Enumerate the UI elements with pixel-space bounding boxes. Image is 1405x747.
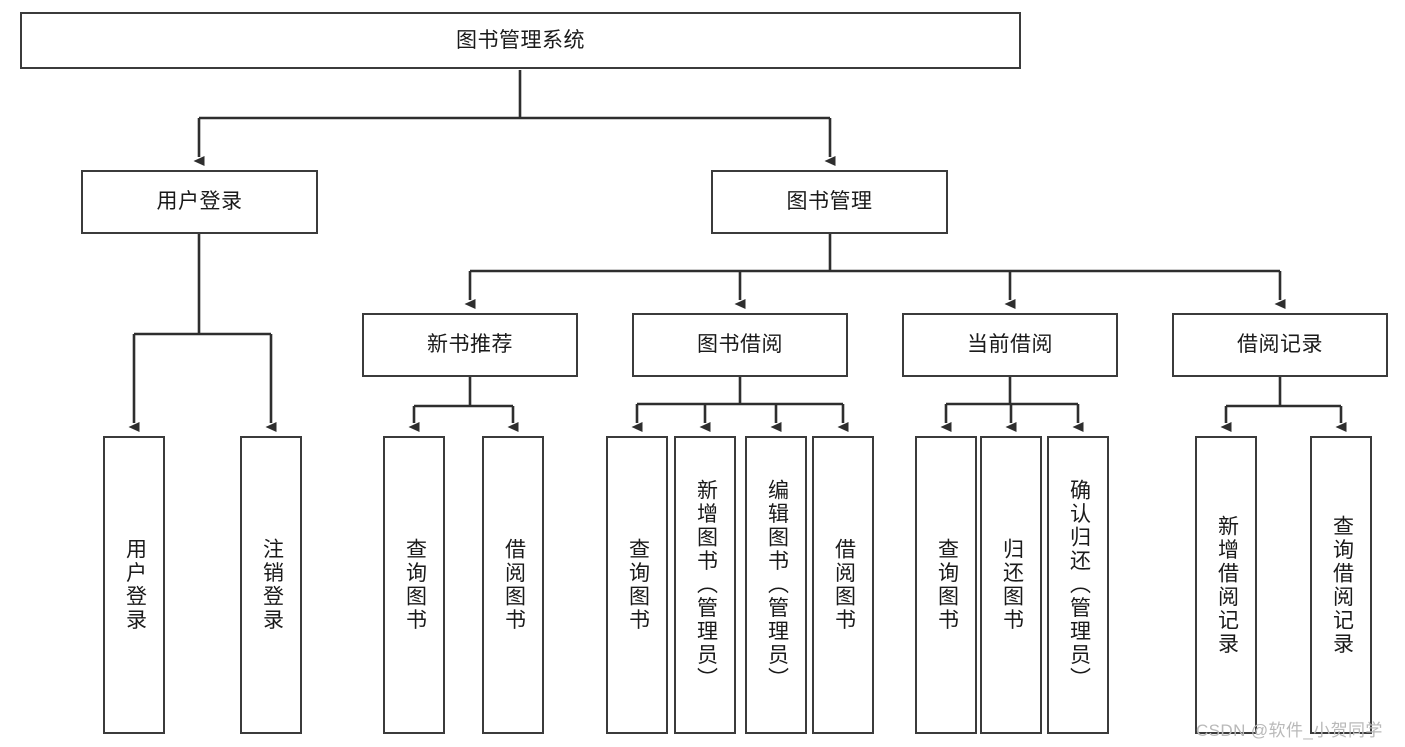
leaf-user-login-login[interactable]: 用户登录 xyxy=(103,436,165,734)
leaf-user-login-logout[interactable]: 注销登录 xyxy=(240,436,302,734)
leaf-borrow-add-book[interactable]: 新增图书（管理员） xyxy=(674,436,736,734)
leaf-borrow-borrow-book[interactable]: 借阅图书 xyxy=(812,436,874,734)
leaf-label: 确认归还（管理员） xyxy=(1067,479,1091,691)
leaf-label: 新增图书（管理员） xyxy=(694,479,718,691)
node-book-borrow[interactable]: 图书借阅 xyxy=(632,313,848,377)
leaf-label: 新增借阅记录 xyxy=(1215,514,1239,656)
leaf-label: 借阅图书 xyxy=(502,538,526,632)
leaf-label: 查询借阅记录 xyxy=(1330,514,1354,656)
node-user-login-label: 用户登录 xyxy=(156,190,243,214)
leaf-label: 编辑图书（管理员） xyxy=(765,479,789,691)
leaf-current-query-book[interactable]: 查询图书 xyxy=(915,436,977,734)
node-new-book-recommend[interactable]: 新书推荐 xyxy=(362,313,578,377)
leaf-current-confirm-return[interactable]: 确认归还（管理员） xyxy=(1047,436,1109,734)
leaf-label: 归还图书 xyxy=(1000,538,1024,632)
leaf-label: 借阅图书 xyxy=(832,538,856,632)
leaf-label: 查询图书 xyxy=(935,538,959,632)
leaf-label: 用户登录 xyxy=(123,538,147,632)
leaf-label: 查询图书 xyxy=(403,538,427,632)
leaf-borrow-edit-book[interactable]: 编辑图书（管理员） xyxy=(745,436,807,734)
node-root-label: 图书管理系统 xyxy=(456,28,585,52)
node-current-borrow[interactable]: 当前借阅 xyxy=(902,313,1118,377)
node-borrow-record-label: 借阅记录 xyxy=(1237,333,1323,357)
leaf-label: 查询图书 xyxy=(626,538,650,632)
leaf-current-return-book[interactable]: 归还图书 xyxy=(980,436,1042,734)
node-borrow-record[interactable]: 借阅记录 xyxy=(1172,313,1388,377)
leaf-label: 注销登录 xyxy=(260,538,284,632)
node-new-book-recommend-label: 新书推荐 xyxy=(427,333,513,357)
node-book-management[interactable]: 图书管理 xyxy=(711,170,948,234)
leaf-record-query[interactable]: 查询借阅记录 xyxy=(1310,436,1372,734)
node-book-borrow-label: 图书借阅 xyxy=(697,333,783,357)
leaf-record-add[interactable]: 新增借阅记录 xyxy=(1195,436,1257,734)
node-current-borrow-label: 当前借阅 xyxy=(967,333,1053,357)
leaf-new-book-query[interactable]: 查询图书 xyxy=(383,436,445,734)
node-root[interactable]: 图书管理系统 xyxy=(20,12,1021,69)
leaf-borrow-query-book[interactable]: 查询图书 xyxy=(606,436,668,734)
node-user-login[interactable]: 用户登录 xyxy=(81,170,318,234)
leaf-new-book-borrow[interactable]: 借阅图书 xyxy=(482,436,544,734)
node-book-management-label: 图书管理 xyxy=(786,190,873,214)
